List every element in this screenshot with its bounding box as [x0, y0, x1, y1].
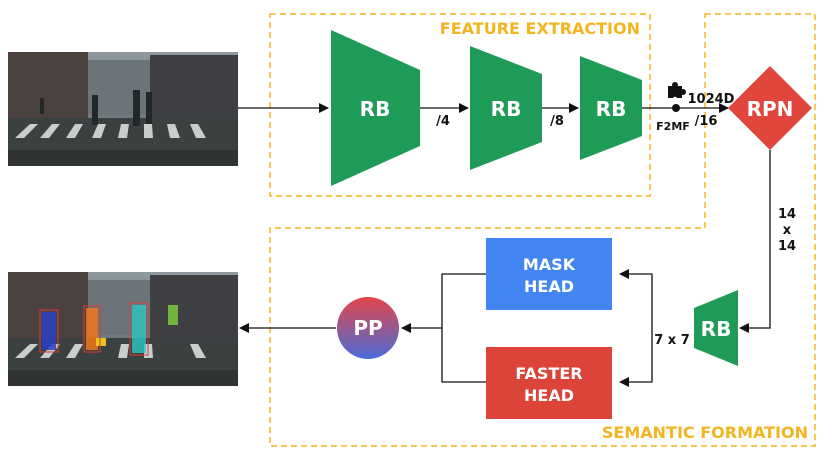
- pp-label: PP: [353, 316, 382, 340]
- roi-14-top-label: 14: [778, 207, 796, 222]
- rb-block-4-label: RB: [701, 317, 732, 341]
- semantic-formation-title: SEMANTIC FORMATION: [602, 423, 808, 442]
- mask-head-block: MASK HEAD: [486, 238, 612, 310]
- rb-block-3: RB: [580, 56, 642, 160]
- mask-head-line1: MASK: [523, 255, 576, 274]
- rpn-block: RPN: [728, 66, 812, 150]
- rb-block-4: RB: [694, 290, 738, 366]
- puzzle-piece-icon: [668, 82, 686, 102]
- rb-block-2: RB: [470, 46, 542, 170]
- rb-block-1: RB: [331, 30, 420, 186]
- rpn-label: RPN: [747, 97, 794, 121]
- feature-extraction-section: FEATURE EXTRACTION: [269, 13, 651, 197]
- mask-head-line2: HEAD: [524, 277, 574, 296]
- semantic-formation-section: SEMANTIC FORMATION: [269, 13, 816, 447]
- output-image: [8, 272, 238, 386]
- roi-x-label: x: [783, 223, 792, 238]
- scale-8-label: /8: [550, 114, 564, 129]
- rb-block-1-label: RB: [360, 97, 391, 121]
- rb-block-2-label: RB: [491, 97, 522, 121]
- faster-head-line1: FASTER: [515, 364, 582, 383]
- pool-7x7-label: 7 x 7: [654, 333, 690, 348]
- feature-extraction-title: FEATURE EXTRACTION: [440, 19, 640, 38]
- dim-1024-label: 1024D: [688, 92, 735, 107]
- faster-head-line2: HEAD: [524, 386, 574, 405]
- pp-block: PP: [337, 297, 399, 359]
- scale-16-label: /16: [695, 114, 718, 129]
- scale-4-label: /4: [436, 114, 450, 129]
- input-image: [8, 52, 238, 166]
- f2mf-junction: [672, 104, 680, 112]
- rb-block-3-label: RB: [596, 97, 627, 121]
- connectors: [238, 103, 771, 387]
- roi-14-bottom-label: 14: [778, 239, 796, 254]
- f2mf-label: F2MF: [656, 120, 690, 133]
- faster-head-block: FASTER HEAD: [486, 347, 612, 419]
